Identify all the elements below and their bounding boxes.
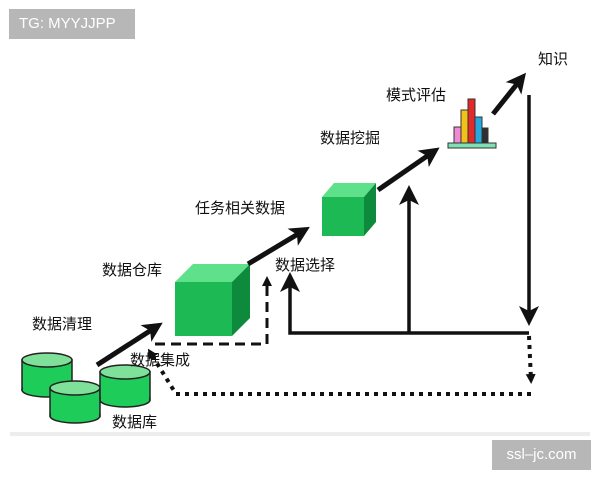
forward-arrows: [95, 72, 526, 368]
bottom-divider: [10, 432, 590, 436]
database-cylinders: [21, 352, 151, 424]
label-data-cleaning: 数据清理: [32, 315, 93, 333]
cylinder-3: [99, 364, 151, 408]
label-data-mining: 数据挖掘: [320, 129, 381, 147]
feedback-solid-lines: [280, 95, 539, 335]
cylinder-2: [49, 380, 101, 424]
task-data-cube: [322, 183, 376, 236]
label-task-related-data: 任务相关数据: [195, 199, 286, 217]
label-data-integration: 数据集成: [130, 351, 191, 369]
dashed-connections: [155, 276, 272, 346]
watermark-top-left: TG: MYYJJPP: [9, 9, 135, 39]
watermark-bottom-right: ssl–jc.com: [492, 440, 591, 470]
label-knowledge: 知识: [538, 50, 569, 68]
label-data-warehouse: 数据仓库: [102, 261, 163, 279]
label-pattern-evaluation: 模式评估: [386, 86, 447, 104]
data-warehouse-cube: [175, 264, 250, 336]
dotted-feedback: [147, 335, 536, 396]
label-data-selection: 数据选择: [275, 256, 336, 274]
pattern-bar-chart: [447, 98, 497, 149]
label-database: 数据库: [112, 413, 158, 431]
